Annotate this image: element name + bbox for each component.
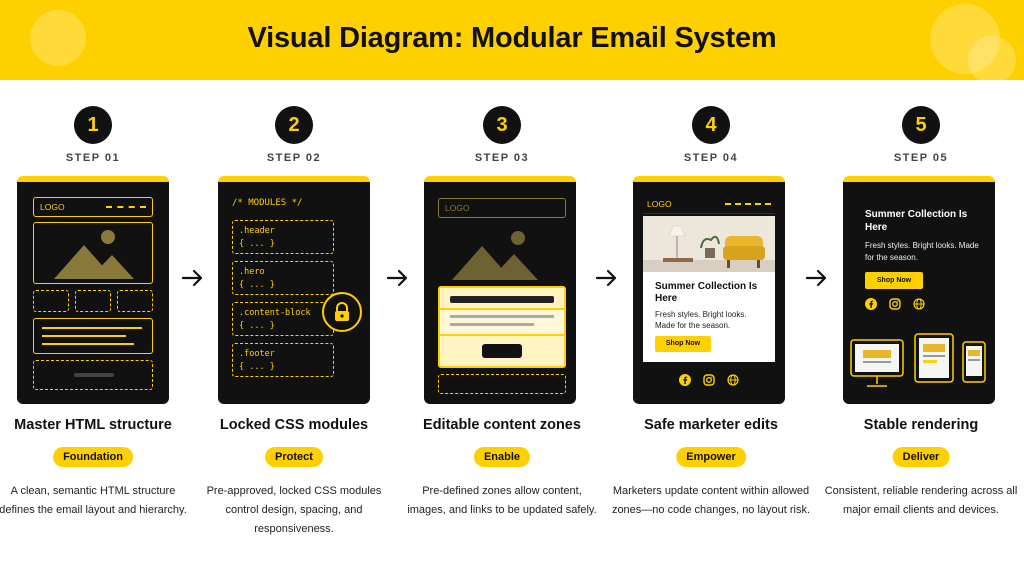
step-label: STEP 05 bbox=[893, 152, 949, 164]
code-comment: /* MODULES */ bbox=[232, 198, 303, 208]
html-structure-card: LOGO bbox=[17, 176, 169, 404]
css-module-content-block: .content-block { ... } bbox=[232, 302, 334, 336]
arrow-right-icon bbox=[181, 269, 203, 287]
step-description: Pre-defined zones allow content, images,… bbox=[407, 485, 597, 516]
footer-block bbox=[33, 360, 153, 390]
step-badge: Deliver bbox=[892, 447, 950, 467]
decorative-circle bbox=[930, 4, 1000, 74]
header-block: LOGO bbox=[438, 198, 566, 218]
product-photo bbox=[643, 216, 775, 272]
step-3: 3 STEP 03 LOGO Editable content zones En… bbox=[402, 106, 602, 516]
module-body: { ... } bbox=[239, 321, 275, 331]
logo-text: LOGO bbox=[445, 203, 470, 213]
facebook-icon[interactable] bbox=[679, 374, 691, 386]
module-name: .header bbox=[239, 226, 275, 236]
page-title: Visual Diagram: Modular Email System bbox=[247, 22, 777, 54]
step-title: Editable content zones bbox=[423, 417, 581, 433]
decorative-circle bbox=[30, 10, 86, 66]
step-4: 4 STEP 04 LOGO Summer Collection Is Here… bbox=[611, 106, 811, 516]
step-title: Safe marketer edits bbox=[644, 417, 778, 433]
shop-now-button[interactable]: Shop Now bbox=[865, 272, 923, 289]
step-number: 5 bbox=[902, 106, 940, 144]
hero-image-icon bbox=[452, 231, 538, 280]
step-number: 4 bbox=[692, 106, 730, 144]
body-text: Fresh styles. Bright looks. Made for the… bbox=[865, 241, 979, 262]
step-1: 1 STEP 01 LOGO Master HTML structure Fou… bbox=[0, 106, 193, 516]
step-description: Marketers update content within allowed … bbox=[611, 485, 811, 516]
step-label: STEP 03 bbox=[474, 152, 530, 164]
step-title: Stable rendering bbox=[863, 417, 979, 433]
step-label: STEP 04 bbox=[683, 152, 739, 164]
rendering-card: Summer Collection Is Here Fresh styles. … bbox=[843, 176, 995, 404]
globe-icon[interactable] bbox=[727, 374, 739, 386]
step-badge: Foundation bbox=[53, 447, 133, 467]
step-2: 2 STEP 02 /* MODULES */ .header { ... } … bbox=[194, 106, 394, 535]
header-block: LOGO bbox=[643, 196, 775, 214]
header-block: LOGO bbox=[33, 197, 153, 217]
step-5: 5 STEP 05 Summer Collection Is Here Fres… bbox=[821, 106, 1021, 516]
column-block bbox=[117, 290, 153, 312]
nav-lines bbox=[725, 203, 771, 205]
module-body: { ... } bbox=[239, 362, 275, 372]
step-number: 2 bbox=[275, 106, 313, 144]
shop-now-button[interactable]: Shop Now bbox=[655, 336, 711, 352]
css-module-footer: .footer { ... } bbox=[232, 343, 334, 377]
facebook-icon[interactable] bbox=[865, 298, 877, 310]
module-name: .content-block bbox=[239, 308, 311, 318]
devices-icon bbox=[850, 333, 986, 387]
step-title: Locked CSS modules bbox=[219, 417, 369, 433]
marketer-edits-card: LOGO Summer Collection Is Here Fresh sty… bbox=[633, 176, 785, 404]
footer-zone bbox=[438, 374, 566, 394]
editable-headline bbox=[450, 296, 554, 303]
headline-text: Summer Collection Is Here bbox=[865, 209, 968, 233]
decorative-circle bbox=[968, 36, 1016, 80]
social-icons bbox=[633, 374, 785, 394]
step-number: 3 bbox=[483, 106, 521, 144]
arrow-right-icon bbox=[595, 269, 617, 287]
step-description: A clean, semantic HTML structure defines… bbox=[0, 485, 187, 516]
step-label: STEP 02 bbox=[266, 152, 322, 164]
instagram-icon[interactable] bbox=[703, 374, 715, 386]
hero-image-icon bbox=[33, 222, 153, 284]
logo-text: LOGO bbox=[647, 199, 672, 209]
instagram-icon[interactable] bbox=[889, 298, 901, 310]
content-zones-card: LOGO bbox=[424, 176, 576, 404]
css-module-header: .header { ... } bbox=[232, 220, 334, 254]
step-description: Consistent, reliable rendering across al… bbox=[824, 485, 1018, 516]
logo-text: LOGO bbox=[40, 202, 65, 212]
content-panel: Summer Collection Is Here Fresh styles. … bbox=[643, 272, 775, 362]
step-number: 1 bbox=[74, 106, 112, 144]
arrow-right-icon bbox=[805, 269, 827, 287]
headline-text: Summer Collection Is Here bbox=[655, 281, 758, 304]
step-description: Pre-approved, locked CSS modules control… bbox=[206, 485, 382, 535]
arrow-right-icon bbox=[386, 269, 408, 287]
social-icons bbox=[865, 298, 925, 310]
title-banner: Visual Diagram: Modular Email System bbox=[0, 0, 1024, 80]
content-block bbox=[33, 318, 153, 354]
module-name: .footer bbox=[239, 349, 275, 359]
step-badge: Protect bbox=[265, 447, 323, 467]
lock-icon bbox=[322, 292, 362, 332]
globe-icon[interactable] bbox=[913, 298, 925, 310]
body-text: Fresh styles. Bright looks. Made for the… bbox=[655, 310, 747, 330]
editable-cta-button bbox=[482, 344, 522, 358]
step-label: STEP 01 bbox=[65, 152, 121, 164]
editable-text-zone bbox=[438, 308, 566, 336]
step-badge: Empower bbox=[676, 447, 746, 467]
css-modules-card: /* MODULES */ .header { ... } .hero { ..… bbox=[218, 176, 370, 404]
step-badge: Enable bbox=[473, 447, 531, 467]
module-body: { ... } bbox=[239, 239, 275, 249]
nav-lines bbox=[106, 206, 146, 208]
column-block bbox=[75, 290, 111, 312]
step-title: Master HTML structure bbox=[14, 417, 172, 433]
column-block bbox=[33, 290, 69, 312]
module-body: { ... } bbox=[239, 280, 275, 290]
module-name: .hero bbox=[239, 267, 265, 277]
css-module-hero: .hero { ... } bbox=[232, 261, 334, 295]
